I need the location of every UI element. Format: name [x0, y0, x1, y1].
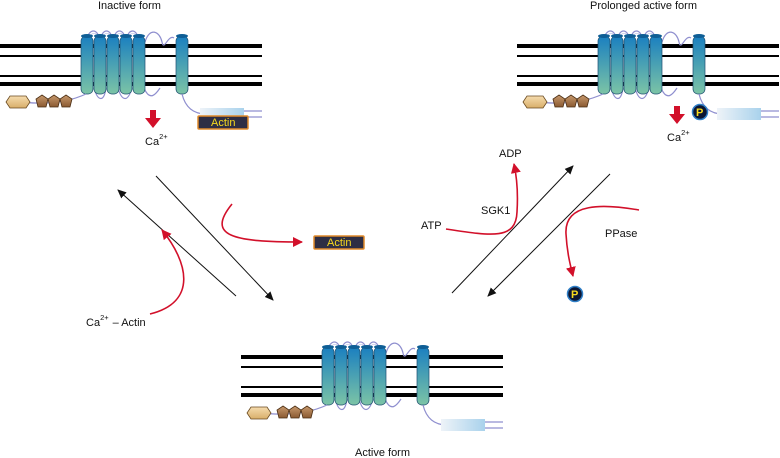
prolonged-form-label: Prolonged active form [590, 0, 697, 12]
prolonged-channel [516, 30, 780, 121]
inactive-form-label: Inactive form [98, 0, 161, 12]
phospho-tail: P [691, 103, 709, 121]
ca-actin-label: Ca2+– Actin [86, 313, 146, 329]
adp-label: ADP [499, 148, 522, 160]
active-form-label: Active form [355, 447, 410, 458]
ca-actin-binding-curve [149, 229, 185, 315]
active-to-inactive-arrow [117, 189, 237, 297]
free-phosphate: P [566, 285, 584, 303]
active-to-prolonged-arrow [451, 165, 574, 294]
actin-bound-box: Actin [197, 115, 249, 130]
actin-free-box: Actin [313, 235, 365, 250]
actin-label-free: Actin [327, 237, 351, 249]
phospho-label-free: P [571, 289, 578, 301]
phospho-label-top: P [696, 107, 703, 119]
ca-label-inactive: Ca2+ [145, 132, 168, 148]
ca-release-arrow-prolonged [669, 106, 685, 124]
actin-label-bound: Actin [211, 117, 235, 129]
actin-release-curve [221, 203, 303, 247]
sgk1-phosphorylation-curve [445, 163, 521, 235]
inactive-to-active-arrow [155, 175, 274, 301]
prolonged-to-active-arrow [487, 173, 611, 297]
sgk1-label: SGK1 [481, 205, 510, 217]
inactive-channel [0, 30, 263, 121]
ppase-dephosphorylation-curve [565, 205, 640, 277]
active-channel [240, 341, 504, 432]
ppase-label: PPase [605, 228, 637, 240]
atp-label: ATP [421, 220, 442, 232]
ca-release-arrow-inactive [145, 110, 161, 128]
ca-label-prolonged: Ca2+ [667, 128, 690, 144]
